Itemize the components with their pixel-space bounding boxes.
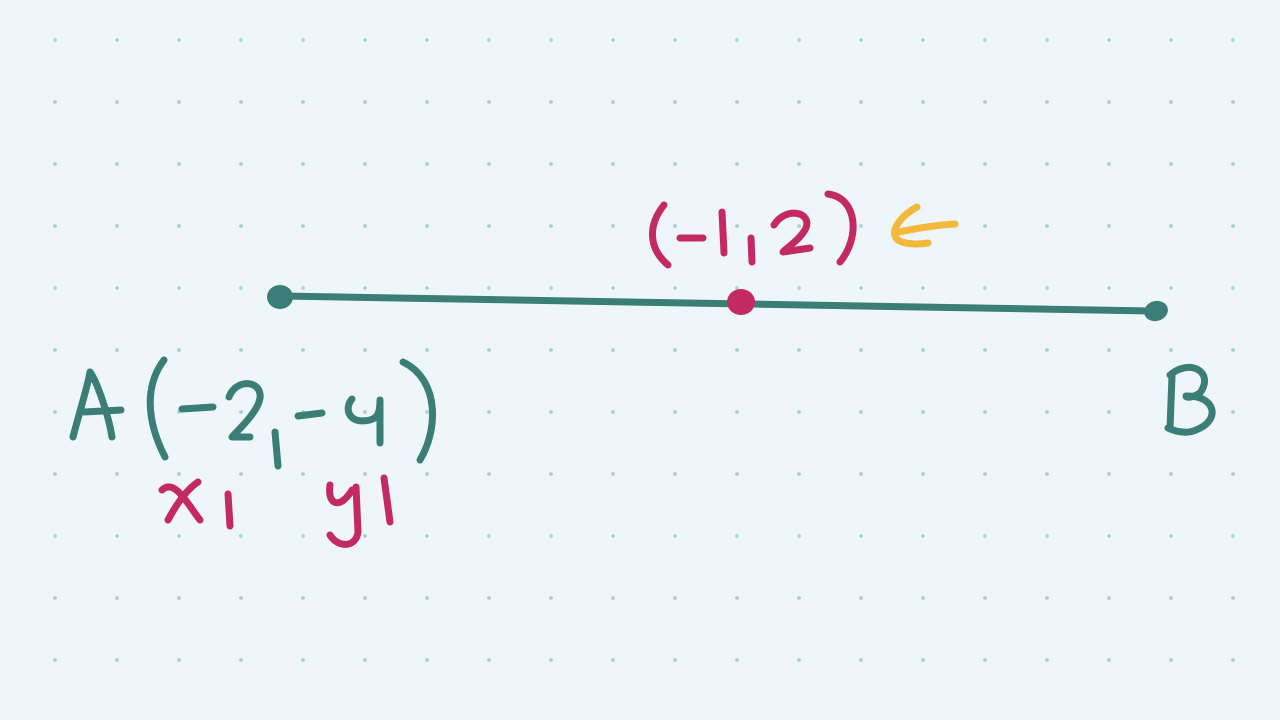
midpoint-label: [649, 190, 857, 269]
y1-annotation: [326, 474, 394, 548]
endpoint-a-dot: [267, 285, 293, 309]
line-segment-ab: [278, 292, 1156, 315]
x1-annotation: [158, 478, 234, 530]
endpoint-b-dot: [1144, 300, 1168, 322]
point-a-label: [69, 356, 437, 470]
point-b-label: [1164, 363, 1216, 436]
midpoint-dot: [727, 289, 755, 315]
arrow-left-icon: [891, 203, 959, 248]
